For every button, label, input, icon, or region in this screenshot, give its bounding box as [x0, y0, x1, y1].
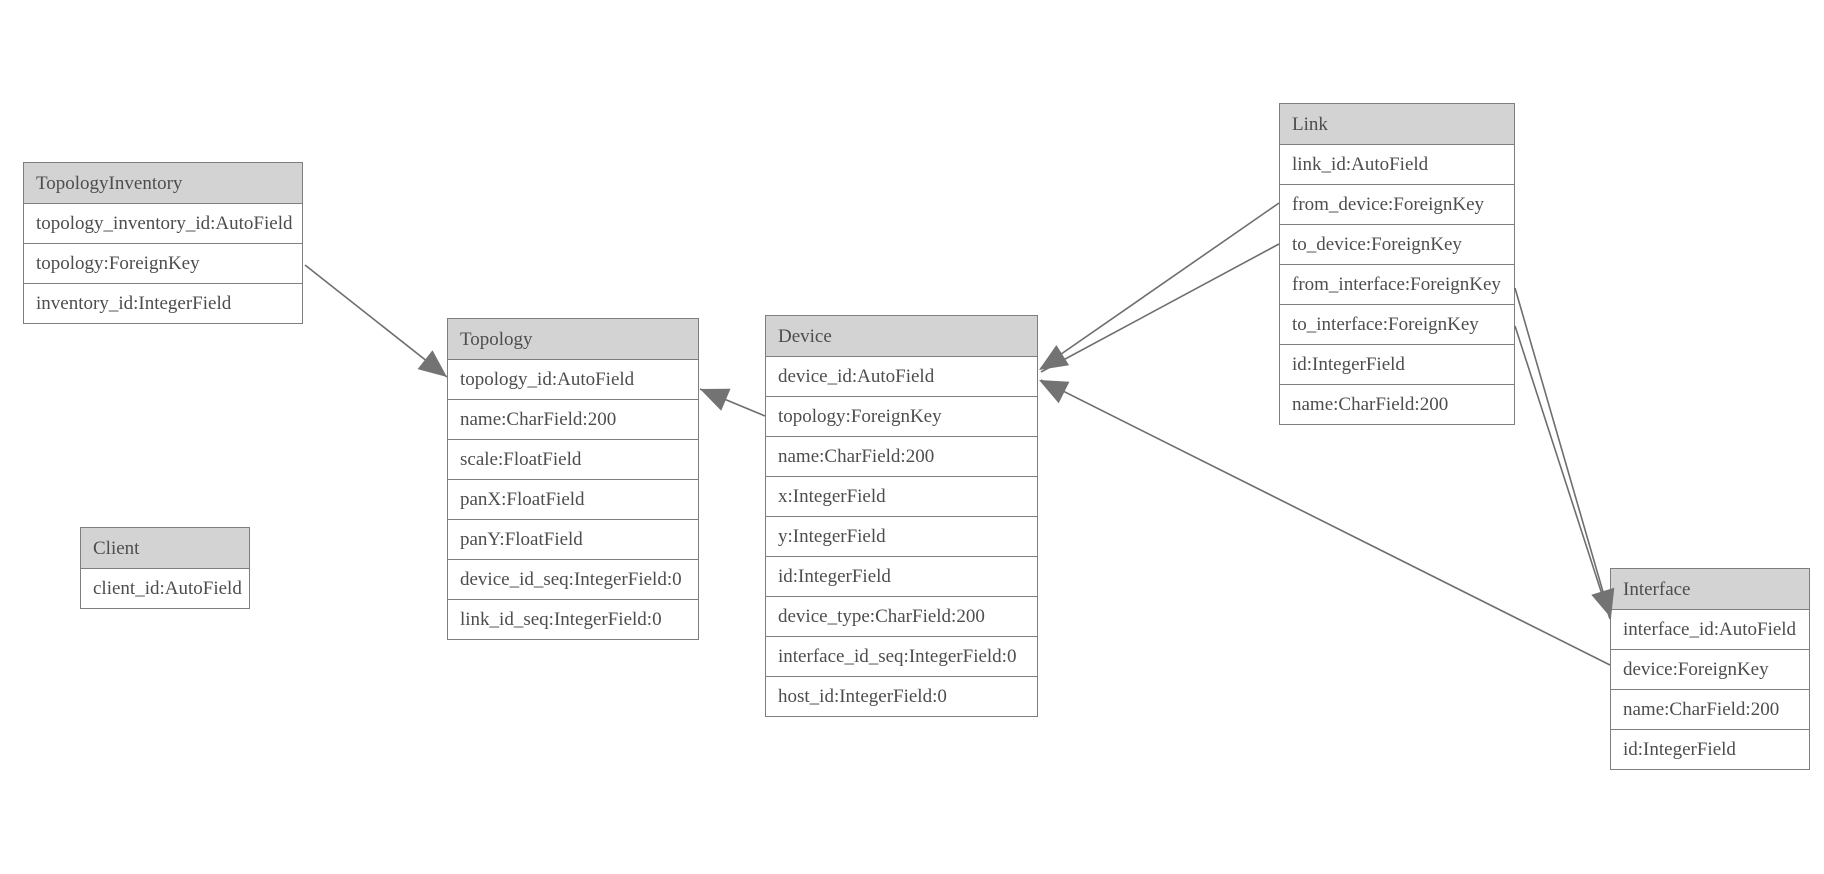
entity-title-interface: Interface [1611, 569, 1809, 609]
topology-field-row: device_id_seq:IntegerField:0 [448, 559, 698, 599]
link-field-row: from_interface:ForeignKey [1280, 264, 1514, 304]
connection-line-link.to_interface-to-interface [1514, 325, 1611, 620]
link-field-row: to_device:ForeignKey [1280, 224, 1514, 264]
interface-field-row: name:CharField:200 [1611, 689, 1809, 729]
device-field-row: x:IntegerField [766, 476, 1037, 516]
device-field-row: name:CharField:200 [766, 436, 1037, 476]
device-field-row: y:IntegerField [766, 516, 1037, 556]
entity-title-link: Link [1280, 104, 1514, 144]
entity-title-client: Client [81, 528, 249, 568]
arrowhead-icon-device-right-edge-upper [1039, 345, 1070, 370]
link-field-row: id:IntegerField [1280, 344, 1514, 384]
device-field-row: id:IntegerField [766, 556, 1037, 596]
connection-line-link.to_device-to-device [1040, 243, 1280, 373]
topology-inventory-field-row: topology:ForeignKey [24, 243, 302, 283]
arrowhead-icon-topology-right-edge [700, 388, 731, 411]
device-field-row: device_id:AutoField [766, 356, 1037, 396]
arrowhead-icon-topology-left-edge [417, 350, 447, 377]
interface-field-row: interface_id:AutoField [1611, 609, 1809, 649]
device-field-row: topology:ForeignKey [766, 396, 1037, 436]
interface-field-row: device:ForeignKey [1611, 649, 1809, 689]
topology-field-row: scale:FloatField [448, 439, 698, 479]
topology-field-row: link_id_seq:IntegerField:0 [448, 599, 698, 639]
entity-title-topology-inventory: TopologyInventory [24, 163, 302, 203]
topology-field-row: panY:FloatField [448, 519, 698, 559]
connection-line-topology-inventory.topology-to-topology [304, 264, 448, 378]
device-field-row: device_type:CharField:200 [766, 596, 1037, 636]
link-field-row: link_id:AutoField [1280, 144, 1514, 184]
topology-field-row: topology_id:AutoField [448, 359, 698, 399]
topology-field-row: name:CharField:200 [448, 399, 698, 439]
connection-line-device.topology-to-topology [699, 388, 766, 417]
connection-line-link.from_device-to-device [1040, 202, 1280, 369]
client-field-row: client_id:AutoField [81, 568, 249, 608]
device-field-row: interface_id_seq:IntegerField:0 [766, 636, 1037, 676]
arrowhead-icon-device-right-edge-lower [1039, 380, 1070, 404]
entity-title-device: Device [766, 316, 1037, 356]
topology-field-row: panX:FloatField [448, 479, 698, 519]
entity-title-topology: Topology [448, 319, 698, 359]
topology-inventory-field-row: inventory_id:IntegerField [24, 283, 302, 323]
interface-field-row: id:IntegerField [1611, 729, 1809, 769]
link-field-row: to_interface:ForeignKey [1280, 304, 1514, 344]
link-field-row: from_device:ForeignKey [1280, 184, 1514, 224]
device-field-row: host_id:IntegerField:0 [766, 676, 1037, 716]
connection-line-link.from_interface-to-interface [1514, 287, 1611, 617]
topology-inventory-field-row: topology_inventory_id:AutoField [24, 203, 302, 243]
link-field-row: name:CharField:200 [1280, 384, 1514, 424]
